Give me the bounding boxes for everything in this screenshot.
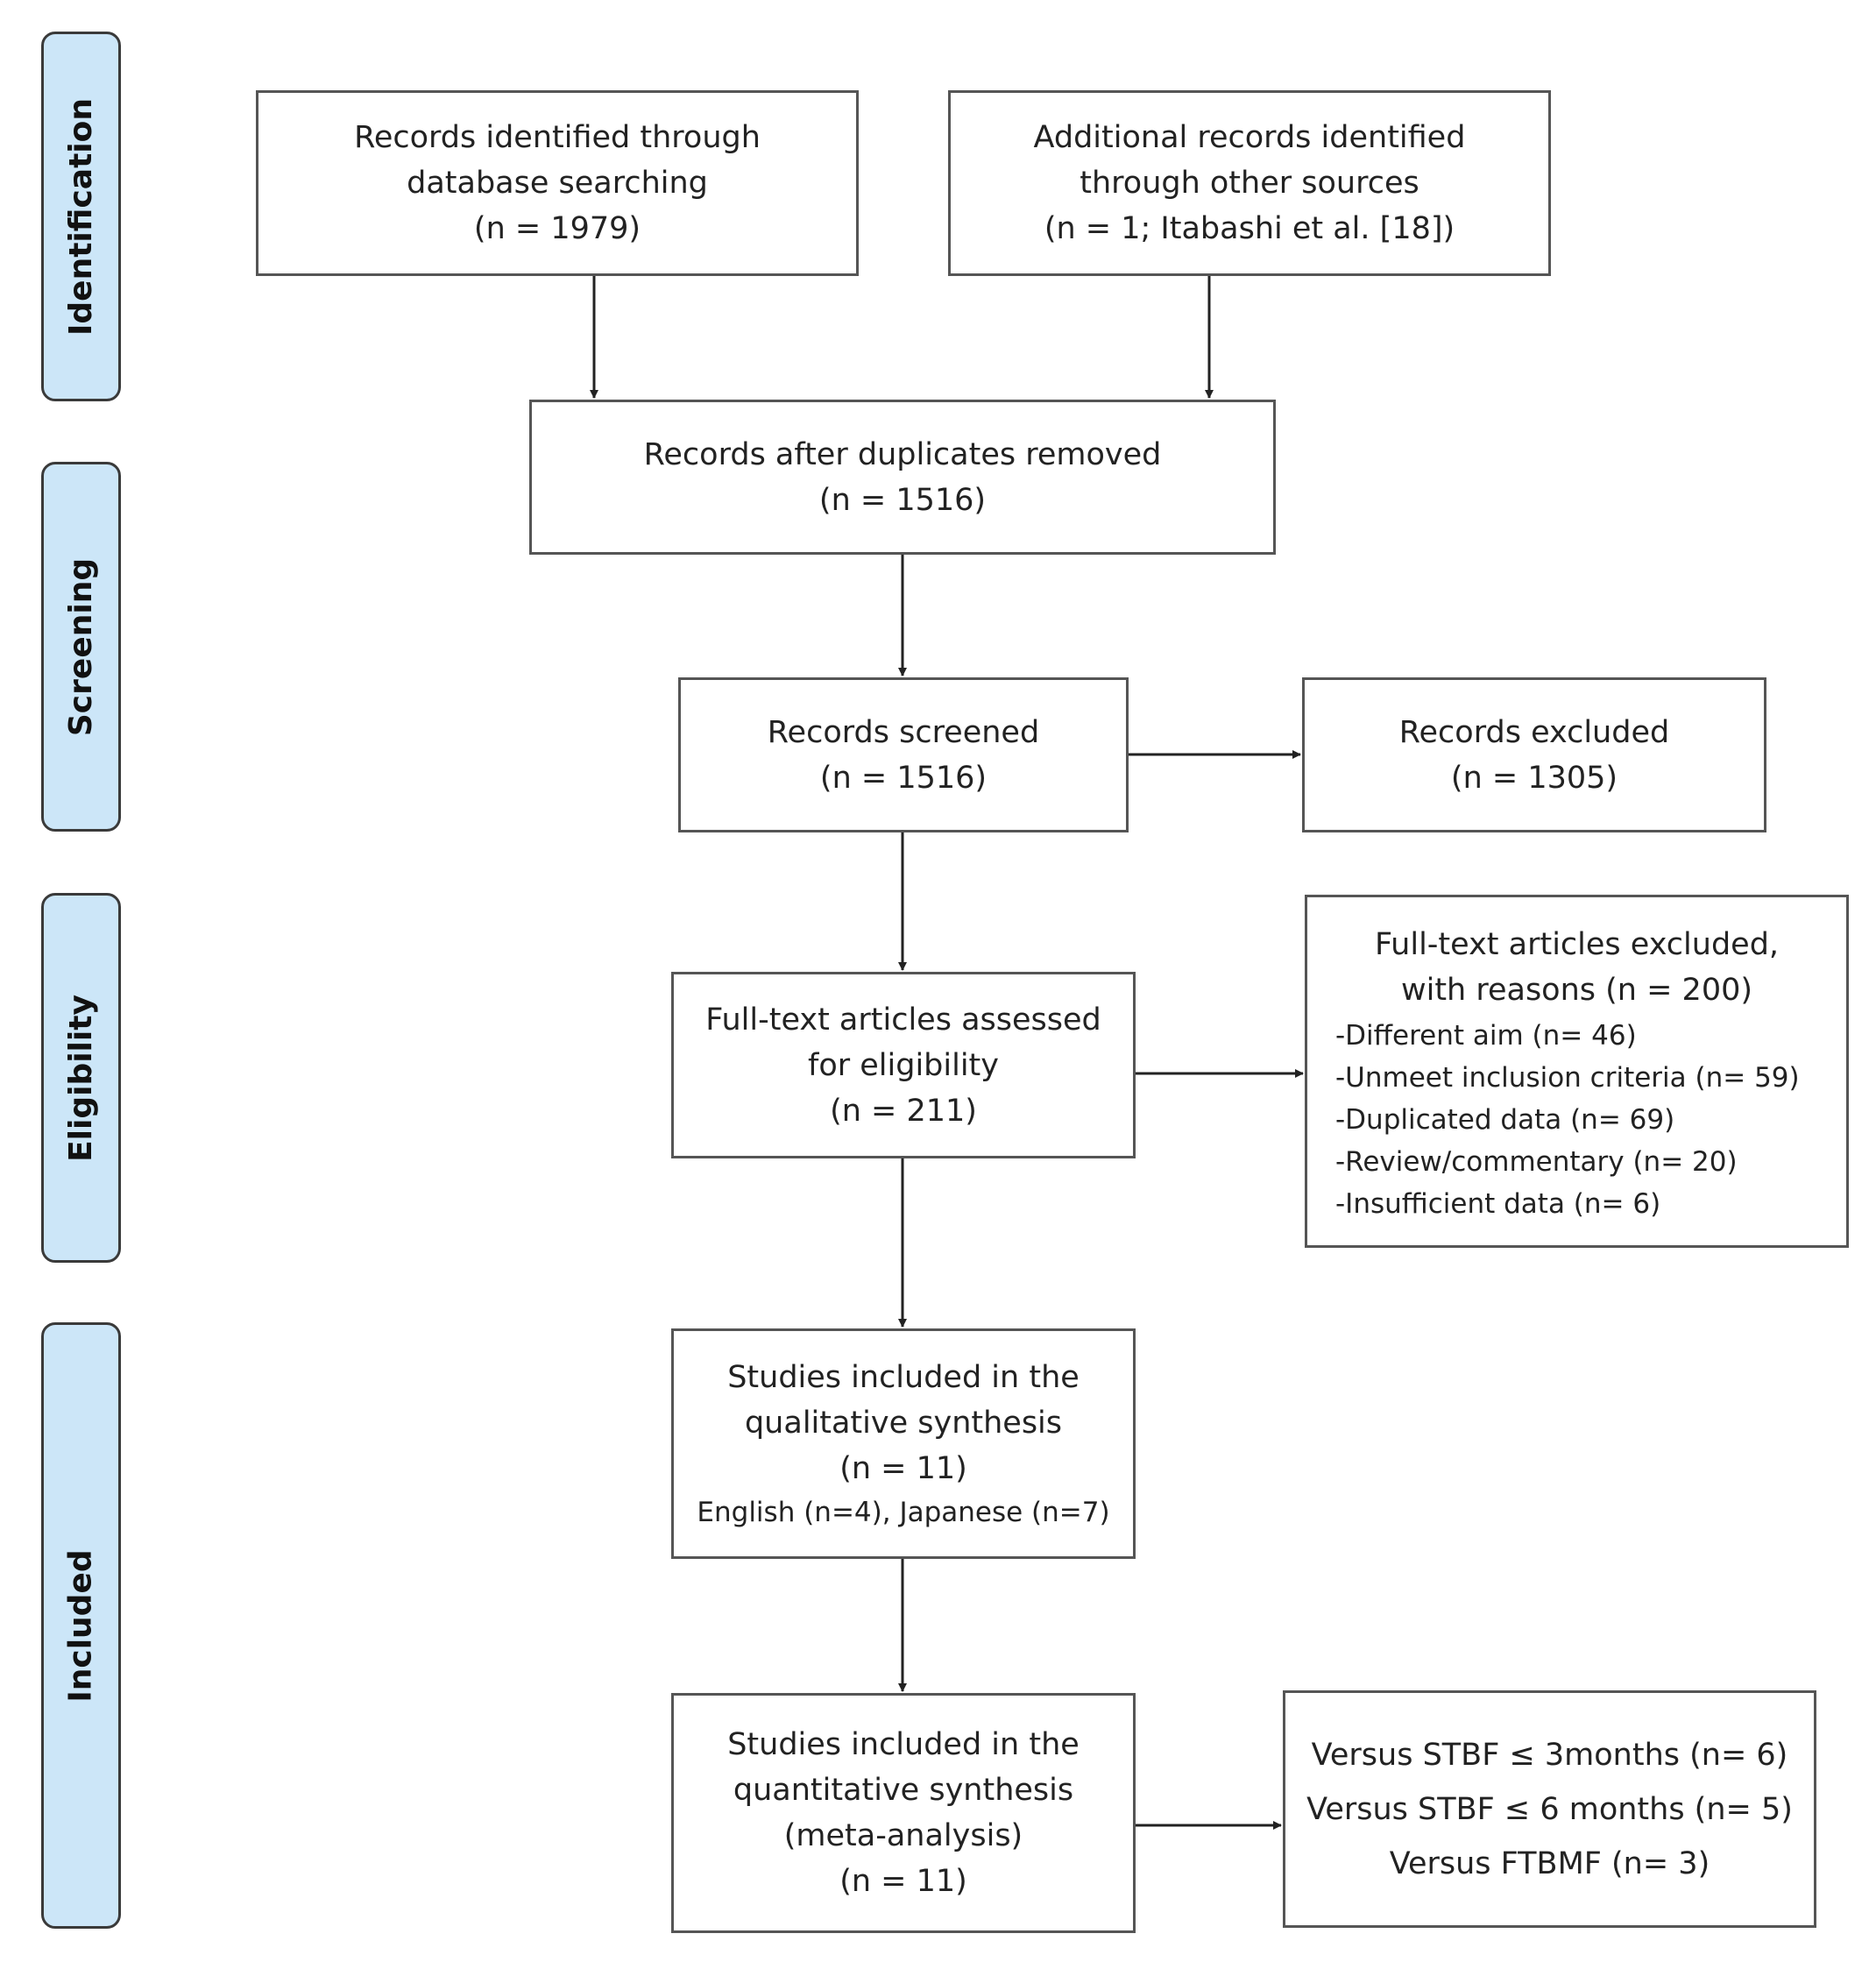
box-line: (n = 11) <box>839 1450 967 1486</box>
box-line: for eligibility <box>808 1047 999 1083</box>
language-breakdown: English (n=4), Japanese (n=7) <box>697 1496 1110 1528</box>
box-line: Records screened <box>767 714 1040 750</box>
exclusion-reason: -Different aim (n= 46) <box>1335 1020 1637 1052</box>
fulltext-assessed-box: Full-text articles assessed for eligibil… <box>671 972 1136 1158</box>
box-line: Records after duplicates removed <box>643 436 1162 472</box>
database-records-box: Records identified through database sear… <box>256 90 859 276</box>
stage-eligibility: Eligibility <box>41 893 121 1263</box>
box-line: (n = 1; Itabashi et al. [18]) <box>1044 211 1455 246</box>
exclusion-reason: -Duplicated data (n= 69) <box>1335 1104 1675 1136</box>
comparison-line: Versus STBF ≤ 6 months (n= 5) <box>1306 1791 1793 1827</box>
stage-identification: Identification <box>41 32 121 401</box>
box-line: (n = 1305) <box>1450 760 1618 796</box>
comparison-line: Versus STBF ≤ 3months (n= 6) <box>1311 1737 1788 1773</box>
box-line: Records identified through <box>354 120 761 155</box>
box-line: Studies included in the <box>727 1727 1080 1762</box>
box-line: (n = 1516) <box>818 482 987 518</box>
box-line: Full-text articles excluded, <box>1374 927 1780 962</box>
exclusion-reason: -Insufficient data (n= 6) <box>1335 1188 1661 1220</box>
box-line: (meta-analysis) <box>783 1818 1023 1853</box>
box-line: (n = 11) <box>839 1864 967 1899</box>
qualitative-synthesis-box: Studies included in the qualitative synt… <box>671 1328 1136 1559</box>
records-screened-box: Records screened (n = 1516) <box>678 677 1129 832</box>
box-line: (n = 211) <box>830 1093 977 1129</box>
box-line: Full-text articles assessed <box>705 1002 1101 1038</box>
box-line: Additional records identified <box>1033 120 1466 155</box>
after-duplicates-box: Records after duplicates removed (n = 15… <box>529 400 1276 555</box>
stage-included: Included <box>41 1322 121 1929</box>
box-line: through other sources <box>1080 166 1419 201</box>
stage-screening: Screening <box>41 462 121 832</box>
stage-label: Screening <box>63 557 100 736</box>
comparison-groups-box: Versus STBF ≤ 3months (n= 6) Versus STBF… <box>1283 1690 1816 1928</box>
box-line: database searching <box>407 166 708 201</box>
exclusion-reason: -Unmeet inclusion criteria (n= 59) <box>1335 1062 1800 1094</box>
quantitative-synthesis-box: Studies included in the quantitative syn… <box>671 1693 1136 1933</box>
comparison-line: Versus FTBMF (n= 3) <box>1389 1845 1710 1881</box>
stage-label: Eligibility <box>63 994 100 1162</box>
records-excluded-box: Records excluded (n = 1305) <box>1302 677 1766 832</box>
box-line: quantitative synthesis <box>733 1773 1074 1808</box>
box-line: qualitative synthesis <box>744 1405 1063 1441</box>
fulltext-excluded-box: Full-text articles excluded, with reason… <box>1305 895 1849 1248</box>
box-line: Records excluded <box>1398 714 1670 750</box>
box-line: (n = 1516) <box>819 760 988 796</box>
box-line: Studies included in the <box>727 1359 1080 1395</box>
box-line: with reasons (n = 200) <box>1400 973 1753 1008</box>
exclusion-reason: -Review/commentary (n= 20) <box>1335 1146 1738 1178</box>
box-line: (n = 1979) <box>473 211 641 246</box>
stage-label: Included <box>63 1548 100 1703</box>
exclusion-reasons-list: -Different aim (n= 46) -Unmeet inclusion… <box>1307 1015 1800 1225</box>
stage-label: Identification <box>63 97 100 336</box>
additional-records-box: Additional records identified through ot… <box>948 90 1551 276</box>
